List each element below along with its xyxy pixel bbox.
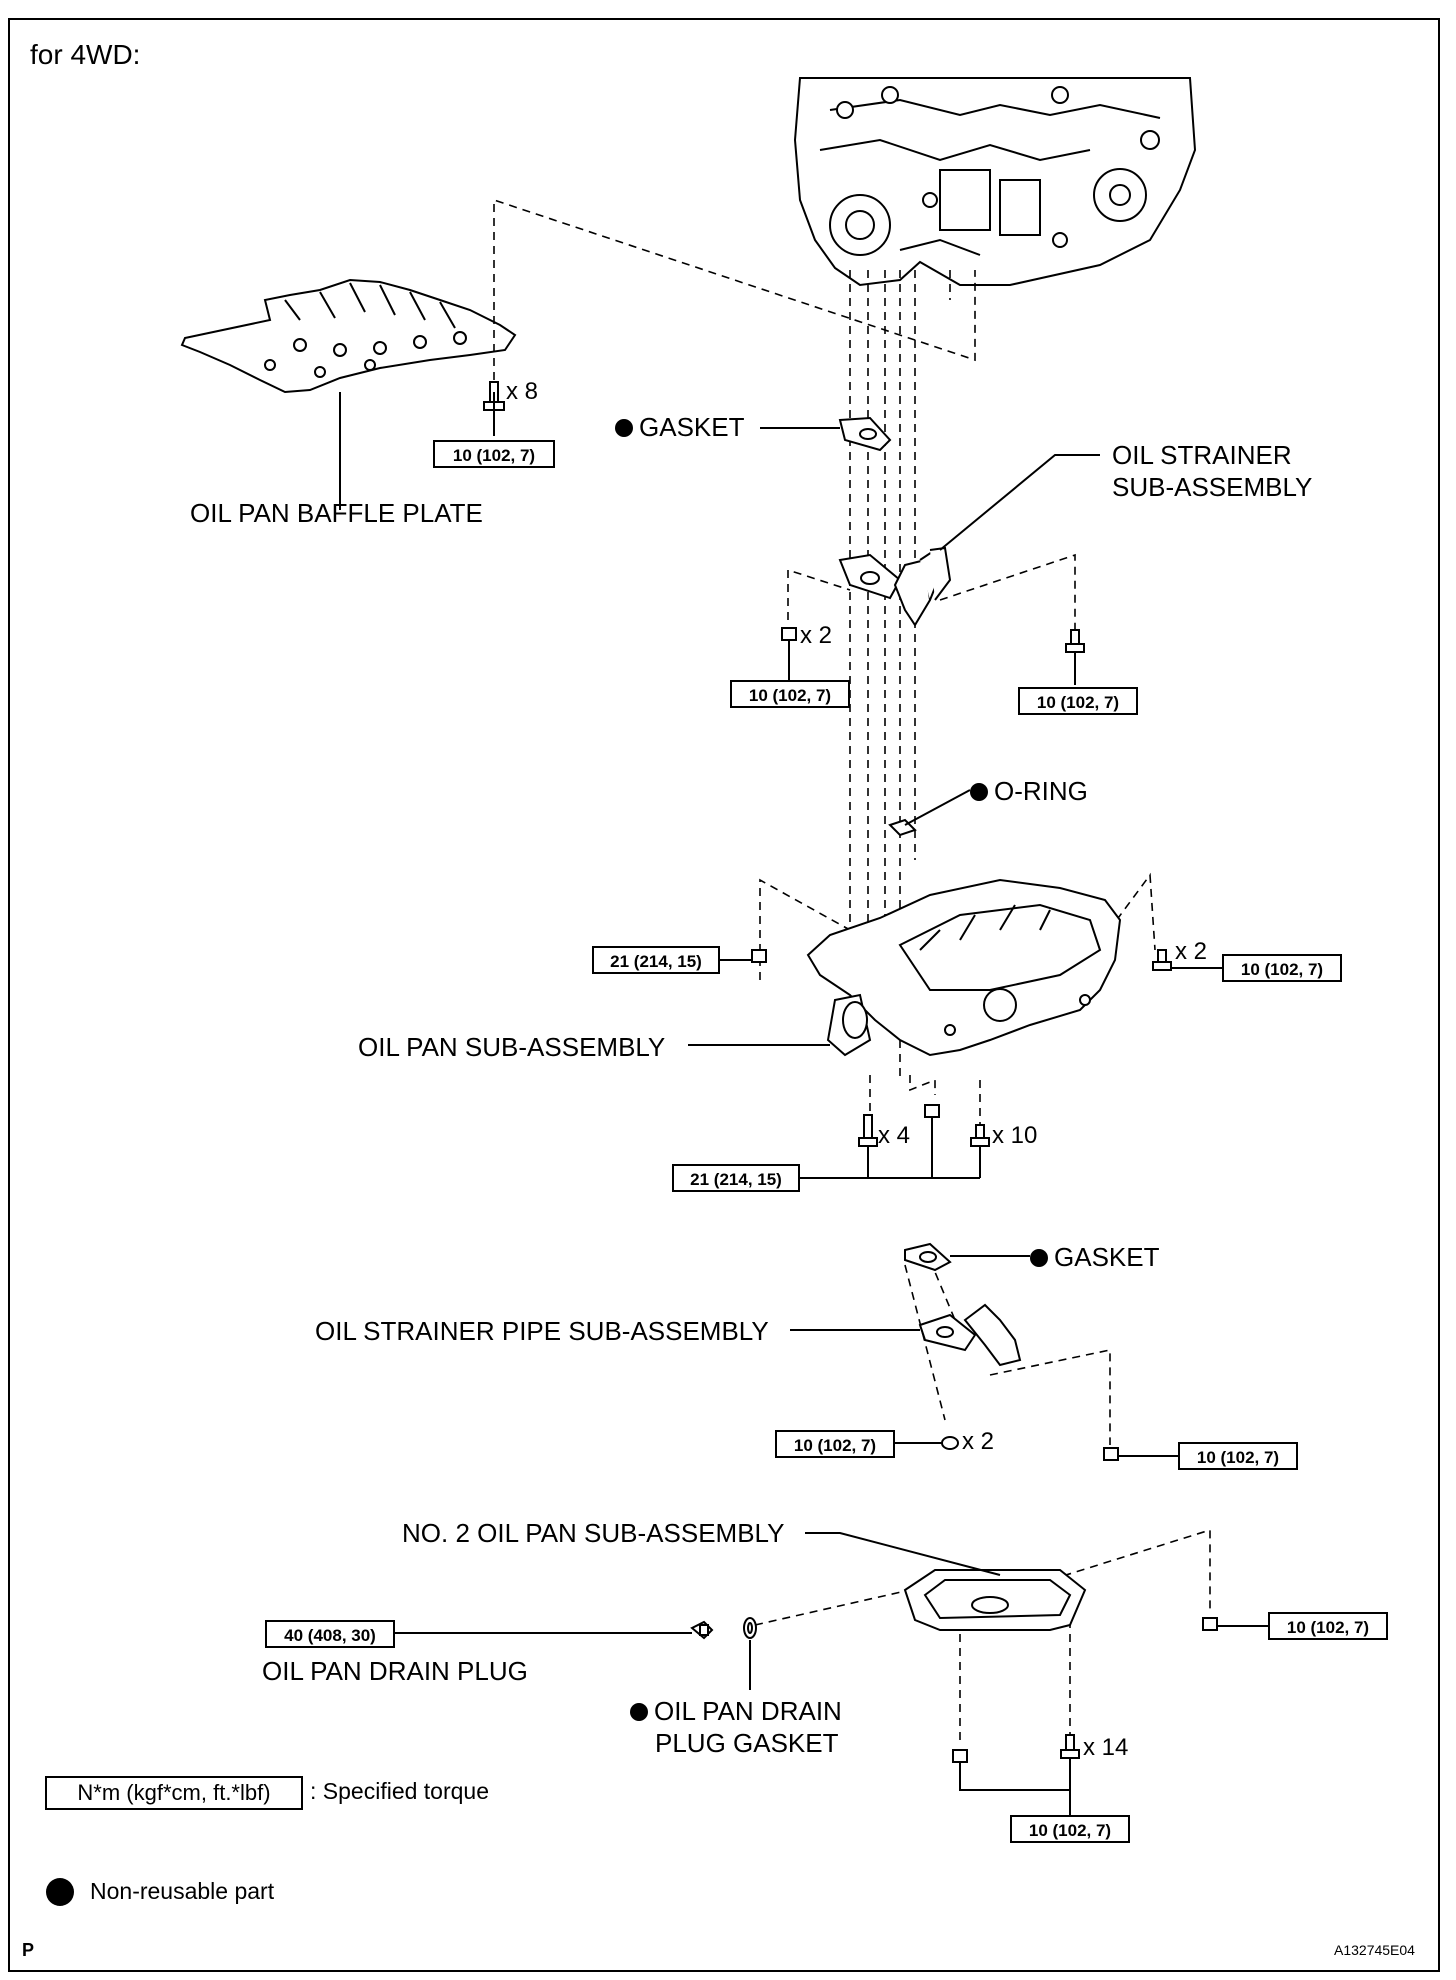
label-oil-strainer-line1: OIL STRAINER (1112, 440, 1292, 470)
torque-oilpan-left: 21 (214, 15) (592, 946, 720, 974)
count-oilpan-bottom-a: x 4 (878, 1122, 911, 1149)
label-oil-strainer-line2: SUB-ASSEMBLY (1112, 472, 1313, 502)
nonreusable-legend-dot (46, 1878, 74, 1906)
label-oil-pan-sub-assembly: OIL PAN SUB-ASSEMBLY (358, 1032, 666, 1062)
strainer-nut-left-icon (781, 627, 797, 641)
count-strainer-nuts: x 2 (800, 622, 833, 649)
count-baffle-bolts: x 8 (506, 378, 539, 405)
label-gasket-top: GASKET (615, 412, 744, 443)
strainer-pipe-drawing (918, 1303, 1022, 1367)
no2-right-nut-icon (1202, 1617, 1218, 1631)
count-oilpan-right-bolts: x 2 (1175, 938, 1208, 965)
torque-drain-plug: 40 (408, 30) (265, 1620, 395, 1648)
oil-strainer-drawing (838, 546, 952, 627)
label-no2-oil-pan: NO. 2 OIL PAN SUB-ASSEMBLY (402, 1518, 785, 1548)
oilpan-bottom-leader (800, 1117, 981, 1179)
no2-oil-pan-drawing (903, 1569, 1087, 1631)
legend-torque-unit-box: N*m (kgf*cm, ft.*lbf) (45, 1776, 303, 1810)
label-oil-strainer-pipe: OIL STRAINER PIPE SUB-ASSEMBLY (315, 1316, 769, 1346)
label-gasket-mid: GASKET (1030, 1242, 1159, 1273)
count-oilpan-bottom-b: x 10 (992, 1122, 1038, 1149)
no2-bottom-leader (959, 1758, 1071, 1815)
baffle-plate-drawing (180, 278, 517, 394)
oil-strainer-leader (939, 454, 1100, 551)
torque-strainer-left: 10 (102, 7) (730, 680, 850, 708)
label-oil-pan-drain-plug: OIL PAN DRAIN PLUG (262, 1656, 528, 1686)
mid-gasket-drawing (904, 1242, 952, 1272)
pipe-nut-right-icon (1103, 1447, 1119, 1461)
legend-nonreusable: Non-reusable part (90, 1878, 275, 1904)
torque-oilpan-bottom: 21 (214, 15) (672, 1164, 800, 1192)
nonreusable-dot-icon (970, 783, 988, 801)
label-oil-pan-baffle-plate: OIL PAN BAFFLE PLATE (190, 498, 483, 528)
no2-bottom-fasteners (952, 1734, 1080, 1763)
torque-no2-right: 10 (102, 7) (1268, 1612, 1388, 1640)
count-pipe-nuts: x 2 (962, 1428, 995, 1455)
label-o-ring: O-RING (970, 776, 1088, 807)
torque-pipe-left: 10 (102, 7) (775, 1430, 895, 1458)
count-no2-bolts: x 14 (1083, 1734, 1129, 1761)
nonreusable-dot-icon (630, 1703, 648, 1721)
oil-pan-drawing (806, 878, 1122, 1057)
oilpan-left-nut-icon (751, 949, 767, 963)
engine-block (793, 77, 1197, 287)
nonreusable-dot-icon (615, 419, 633, 437)
drain-plug-icon (690, 1620, 714, 1640)
no2-oil-pan-leader (805, 1532, 1001, 1576)
strainer-bolt-right-icon (1065, 629, 1085, 653)
torque-strainer-right: 10 (102, 7) (1018, 687, 1138, 715)
legend-torque-desc: : Specified torque (310, 1778, 490, 1804)
torque-no2-bottom: 10 (102, 7) (1010, 1815, 1130, 1843)
diagram-frame (8, 18, 1440, 1972)
o-ring-leader (904, 789, 971, 826)
oilpan-right-bolt-icon (1152, 949, 1172, 971)
torque-baffle: 10 (102, 7) (433, 440, 555, 468)
pipe-nut-left-icon (941, 1436, 959, 1450)
drain-gasket-icon (743, 1617, 757, 1639)
nonreusable-dot-icon (1030, 1249, 1048, 1267)
top-gasket-drawing (838, 416, 892, 452)
oilpan-bottom-fasteners (858, 1104, 990, 1147)
figure-id: A132745E04 (1334, 1942, 1415, 1958)
label-drain-plug-gasket-line2: PLUG GASKET (655, 1728, 839, 1758)
torque-oilpan-right: 10 (102, 7) (1222, 954, 1342, 982)
variant-title: for 4WD: (30, 39, 141, 70)
torque-pipe-right: 10 (102, 7) (1178, 1442, 1298, 1470)
label-drain-plug-gasket-line1: OIL PAN DRAIN (630, 1696, 842, 1727)
footer-left-mark: P (22, 1940, 35, 1960)
